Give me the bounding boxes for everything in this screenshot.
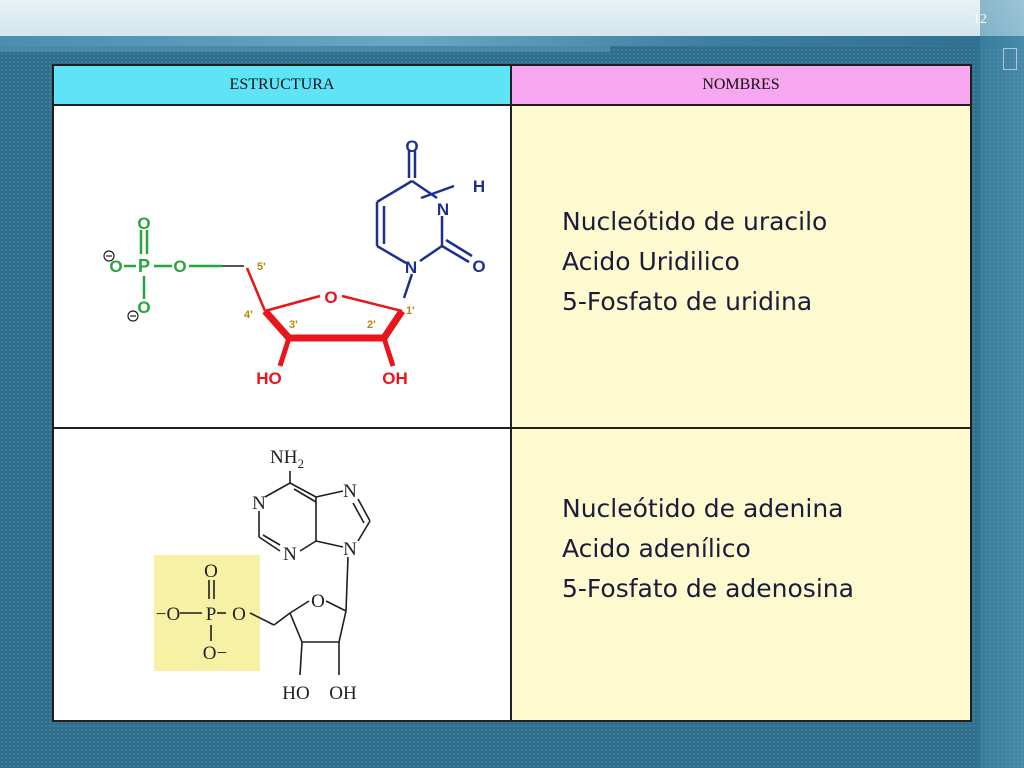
atom-oxygen-phosphate-top: O <box>204 561 218 582</box>
atom-nitrogen-nh: N <box>437 200 449 219</box>
atom-nitrogen-3: N <box>283 544 297 565</box>
nucleotide-table: ESTRUCTURA NOMBRES <box>52 64 972 722</box>
label-carbon-2: 2' <box>367 319 376 331</box>
label-carbon-1: 1' <box>406 305 415 317</box>
slide-top-band <box>0 0 1024 36</box>
atom-oxygen-phosphate-left: O <box>109 257 122 276</box>
table-row-uracil: O N H O N O HO OH 5' <box>52 104 972 429</box>
label-carbon-4: 4' <box>244 309 253 321</box>
table-row-adenine: NH2 N N N N O O P O −O O− HO OH Nucleóti… <box>52 427 972 722</box>
group-hydroxyl-3: HO <box>282 683 309 704</box>
uridine-monophosphate-structure: O N H O N O HO OH 5' <box>103 137 486 388</box>
header-structure: ESTRUCTURA <box>52 64 512 106</box>
atom-nitrogen-glycosidic: N <box>405 258 417 277</box>
atom-hydrogen: H <box>473 177 485 196</box>
table-header-row: ESTRUCTURA NOMBRES <box>52 64 972 106</box>
adenosine-monophosphate-structure: NH2 N N N N O O P O −O O− HO OH <box>154 447 371 704</box>
name-line: 5-Fosfato de adenosina <box>562 574 854 603</box>
slide-right-box <box>1003 48 1017 70</box>
group-amino: NH2 <box>270 447 304 471</box>
atom-phosphorus: P <box>138 256 150 276</box>
atom-phosphorus: P <box>206 604 217 625</box>
negative-charge-icon <box>127 310 139 322</box>
names-cell-adenine: Nucleótido de adenina Acido adenílico 5-… <box>510 427 972 722</box>
atom-oxygen-phosphate-left: −O <box>156 604 180 625</box>
atom-oxygen-ester-link: O <box>232 604 246 625</box>
atom-oxygen-ribose-ring: O <box>311 591 325 612</box>
atom-oxygen-phosphate-top: O <box>137 214 150 233</box>
atom-oxygen-ring: O <box>324 288 337 307</box>
atom-nitrogen-7: N <box>343 481 357 502</box>
name-line: Acido Uridilico <box>562 247 740 276</box>
atom-oxygen-carbonyl-right: O <box>472 257 485 276</box>
label-carbon-5: 5' <box>257 261 266 273</box>
name-line: Nucleótido de uracilo <box>562 207 828 236</box>
header-names: NOMBRES <box>510 64 972 106</box>
atom-oxygen-phosphate-link: O <box>173 257 186 276</box>
atom-nitrogen-9: N <box>343 539 357 560</box>
slide-number: 12 <box>973 12 987 27</box>
slide-right-strip <box>980 0 1024 768</box>
name-line: Nucleótido de adenina <box>562 494 844 523</box>
label-carbon-3: 3' <box>289 319 298 331</box>
slide-top-line <box>0 36 1024 46</box>
group-hydroxyl-2: OH <box>329 683 357 704</box>
names-list-adenine: Nucleótido de adenina Acido adenílico 5-… <box>562 489 854 609</box>
group-hydroxyl-3: HO <box>256 369 282 388</box>
structure-cell-uracil: O N H O N O HO OH 5' <box>52 104 512 429</box>
structure-cell-adenine: NH2 N N N N O O P O −O O− HO OH <box>52 427 512 722</box>
atom-oxygen-carbonyl-top: O <box>405 137 418 156</box>
negative-charge-icon <box>103 250 115 262</box>
atom-nitrogen-1: N <box>252 493 266 514</box>
names-list-uracil: Nucleótido de uracilo Acido Uridilico 5-… <box>562 202 827 322</box>
slide-top-line-secondary <box>0 46 610 52</box>
group-hydroxyl-2: OH <box>382 369 408 388</box>
names-cell-uracil: Nucleótido de uracilo Acido Uridilico 5-… <box>510 104 972 429</box>
phosphate-highlight <box>154 555 260 671</box>
atom-oxygen-phosphate-bottom: O <box>137 298 150 317</box>
name-line: 5-Fosfato de uridina <box>562 287 813 316</box>
atom-oxygen-phosphate-bottom: O− <box>203 643 227 664</box>
name-line: Acido adenílico <box>562 534 751 563</box>
